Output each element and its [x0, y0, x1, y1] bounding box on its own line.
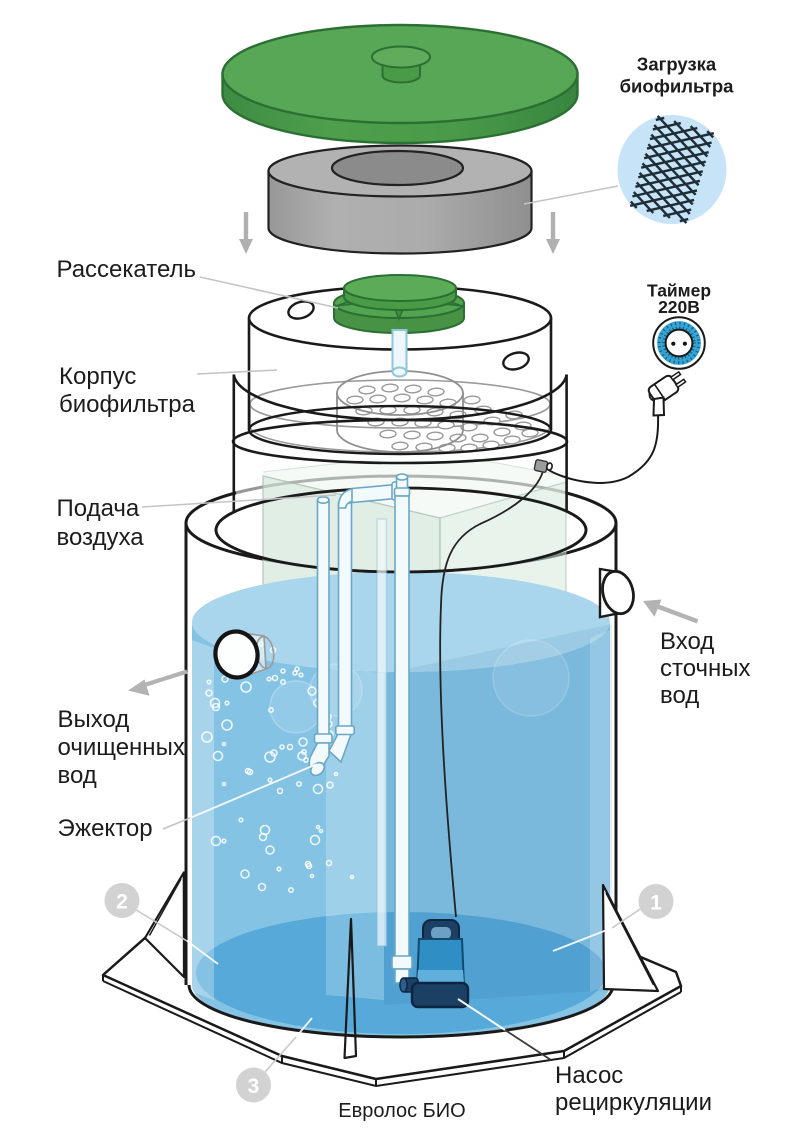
svg-text:Таймер: Таймер [647, 281, 711, 301]
svg-text:Загрузка: Загрузка [637, 54, 717, 75]
svg-text:рециркуляции: рециркуляции [555, 1089, 712, 1116]
svg-text:1: 1 [650, 892, 662, 915]
svg-text:биофильтра: биофильтра [59, 391, 196, 418]
svg-text:Рассекатель: Рассекатель [57, 256, 197, 283]
svg-text:Выход: Выход [58, 706, 130, 733]
svg-text:Насос: Насос [555, 1062, 623, 1089]
svg-text:Подача: Подача [57, 495, 140, 522]
svg-text:Евролос БИО: Евролос БИО [338, 1100, 465, 1122]
svg-text:Эжектор: Эжектор [58, 815, 153, 842]
svg-text:вод: вод [660, 682, 699, 709]
svg-text:сточных: сточных [660, 655, 751, 682]
svg-text:2: 2 [116, 891, 128, 914]
svg-text:биофильтра: биофильтра [620, 76, 735, 97]
svg-text:вод: вод [58, 762, 97, 789]
svg-text:Корпус: Корпус [59, 363, 136, 390]
svg-text:Вход: Вход [660, 628, 714, 655]
svg-text:очищенных: очищенных [58, 734, 185, 761]
svg-text:3: 3 [248, 1075, 260, 1098]
svg-text:220В: 220В [658, 297, 700, 317]
svg-text:воздуха: воздуха [57, 524, 145, 551]
